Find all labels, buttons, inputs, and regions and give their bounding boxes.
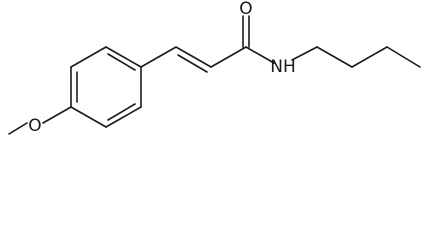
ether-oxygen-label: O (28, 116, 41, 136)
carbonyl-oxygen-label: O (239, 0, 252, 19)
butyl-bond-3 (351, 46, 388, 68)
ring-bond-1 (105, 46, 142, 68)
methoxy-group (8, 106, 72, 135)
ring-inner-bond-1 (107, 53, 136, 71)
vinyl-to-carbonyl-bond (210, 46, 247, 68)
benzene-ring (70, 46, 142, 128)
vinyl-double-bond-inner (177, 54, 208, 73)
amide-nitrogen-label: NH (270, 57, 296, 77)
ring-bond-4 (70, 106, 107, 128)
vinyl-double-bond-outer (175, 46, 212, 68)
alkene-linker (140, 46, 247, 73)
carbonyl-to-nitrogen-bond (245, 46, 275, 64)
chemical-structure: O NH O (8, 0, 421, 136)
butyl-bond-4 (386, 46, 421, 68)
ring-bond-6 (70, 46, 107, 68)
ether-oxygen-to-methyl-bond (8, 122, 28, 135)
ring-to-ether-oxygen-bond (42, 106, 72, 124)
amide-group (242, 15, 275, 64)
butyl-bond-2 (316, 46, 353, 68)
butyl-chain (291, 46, 421, 68)
ring-bond-3 (105, 106, 142, 128)
nitrogen-to-butyl-bond (291, 46, 318, 61)
ring-inner-bond-2 (107, 103, 136, 121)
ring-to-vinyl-bond (140, 46, 177, 68)
